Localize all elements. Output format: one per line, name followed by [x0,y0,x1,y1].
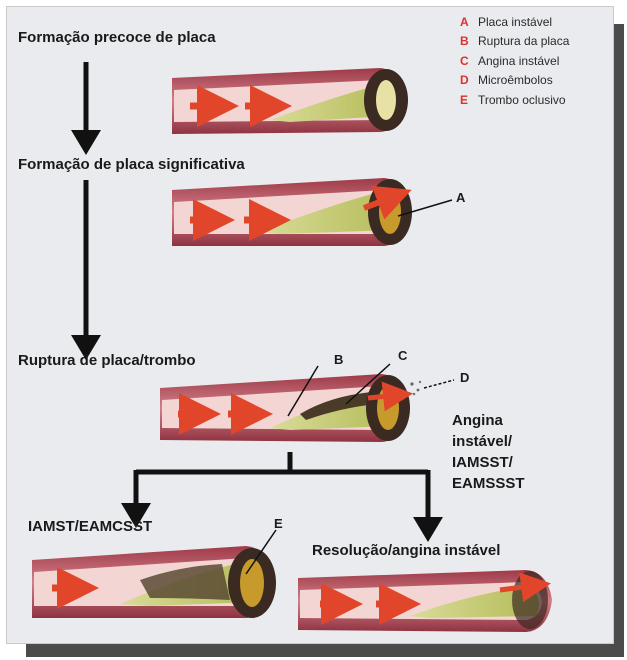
legend-item: DMicroêmbolos [460,71,569,91]
stage-title-resolution: Resolução/angina instável [312,542,500,559]
vessel-occlusive-thrombus [32,530,276,618]
callout-e: E [274,516,283,531]
callout-c: C [398,348,407,363]
vessel-significant-plaque [172,178,452,246]
stage-title-iamst: IAMST/EAMCSST [28,518,152,535]
stage-title-rupture: Ruptura de placa/trombo [18,352,196,369]
legend-item: APlaca instável [460,12,569,32]
legend-item: CAngina instável [460,51,569,71]
stage-title-early: Formação precoce de placa [18,29,216,46]
vessel-rupture [160,364,454,442]
stage-title-significant: Formação de placa significativa [18,156,245,173]
legend-item: ETrombo oclusivo [460,90,569,110]
callout-b: B [334,352,343,367]
vessel-early-plaque [172,68,408,134]
vessel-resolution [298,570,552,632]
callout-d: D [460,370,469,385]
callout-a: A [456,190,465,205]
legend: APlaca instável BRuptura da placa CAngin… [460,12,569,110]
legend-item: BRuptura da placa [460,32,569,52]
side-label-angina: Angina instável/ IAMSST/ EAMSSST [452,410,525,494]
